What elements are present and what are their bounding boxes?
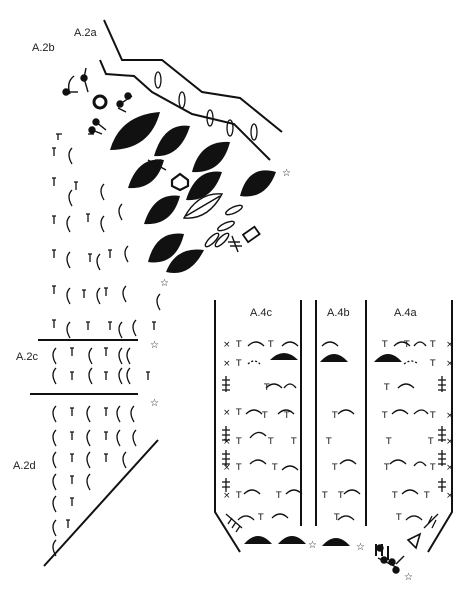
svg-text:T: T	[403, 340, 410, 350]
svg-text:×: ×	[223, 463, 231, 473]
svg-text:T: T	[283, 411, 290, 421]
leaf-motif	[154, 125, 190, 157]
svg-text:×: ×	[223, 491, 231, 501]
svg-text:T: T	[383, 463, 390, 473]
label-a2c: A.2c	[16, 351, 39, 363]
svg-text:×: ×	[446, 340, 454, 350]
a2b-star-markers: ☆ ☆ ☆ ☆	[150, 168, 291, 409]
svg-text:T: T	[271, 463, 278, 473]
label-a4a: A.4a	[394, 307, 418, 319]
svg-text:T: T	[331, 411, 338, 421]
svg-text:T: T	[235, 408, 242, 418]
svg-text:T: T	[385, 437, 392, 447]
star-icon: ☆	[282, 168, 291, 179]
a2a-leaf-outlines	[154, 71, 258, 141]
a2b-leaf-motifs	[110, 112, 276, 274]
svg-text:T: T	[391, 491, 398, 501]
a4-ladder-stitches	[222, 376, 446, 533]
a4-stitch-text: ×T ×T ×T ×T ×T ×T T T T T T T T T T T T …	[223, 340, 454, 523]
svg-text:T: T	[429, 411, 436, 421]
svg-text:T: T	[333, 513, 340, 523]
svg-text:T: T	[337, 491, 344, 501]
svg-text:T: T	[429, 359, 436, 369]
a2a-border	[99, 19, 283, 161]
star-icon: ☆	[356, 542, 365, 553]
a4-chain-arcs	[237, 341, 429, 521]
a2b-top-cluster	[62, 67, 133, 135]
svg-text:×: ×	[446, 437, 454, 447]
half-leaf-motif	[278, 536, 306, 544]
star-icon: ☆	[160, 278, 169, 289]
leaf-motif	[148, 233, 184, 263]
half-leaf-motif	[320, 354, 348, 362]
a2c-band	[30, 339, 138, 395]
svg-text:×: ×	[446, 359, 454, 369]
svg-text:T: T	[235, 437, 242, 447]
a4-bottom-details	[375, 532, 422, 574]
svg-text:T: T	[267, 437, 274, 447]
svg-text:T: T	[267, 340, 274, 350]
svg-text:T: T	[381, 340, 388, 350]
svg-text:T: T	[257, 513, 264, 523]
leaf-motif	[144, 195, 180, 225]
label-a4c: A.4c	[250, 307, 273, 319]
svg-text:T: T	[381, 411, 388, 421]
svg-text:×: ×	[446, 463, 454, 473]
leaf-motif	[186, 171, 222, 201]
svg-text:T: T	[290, 437, 297, 447]
svg-text:T: T	[261, 411, 268, 421]
svg-text:T: T	[235, 340, 242, 350]
half-leaf-motif	[322, 538, 350, 546]
svg-text:×: ×	[446, 411, 454, 421]
label-a2d: A.2d	[13, 460, 36, 472]
half-leaf-motif	[270, 353, 298, 360]
leaf-motif	[192, 141, 230, 173]
label-a4b: A.4b	[327, 307, 350, 319]
leaf-motif	[166, 249, 204, 274]
svg-text:×: ×	[223, 437, 231, 447]
svg-text:T: T	[275, 491, 282, 501]
leaf-motif	[240, 170, 276, 197]
svg-text:T: T	[325, 437, 332, 447]
star-icon: ☆	[404, 572, 413, 583]
star-icon: ☆	[150, 398, 159, 409]
svg-text:T: T	[429, 463, 436, 473]
a2d-stitches	[52, 405, 137, 557]
leaf-motif	[110, 112, 160, 150]
a4-filled-motifs	[244, 353, 402, 546]
svg-text:T: T	[427, 437, 434, 447]
svg-text:T: T	[331, 463, 338, 473]
svg-text:T: T	[395, 513, 402, 523]
svg-text:T: T	[235, 463, 242, 473]
a4-star-markers: ☆ ☆ ☆	[308, 540, 413, 583]
svg-text:T: T	[429, 340, 436, 350]
svg-text:T: T	[423, 491, 430, 501]
svg-text:T: T	[321, 491, 328, 501]
svg-text:T: T	[235, 491, 242, 501]
label-a2b: A.2b	[32, 42, 55, 54]
svg-text:×: ×	[446, 491, 454, 501]
svg-text:×: ×	[223, 340, 231, 350]
svg-text:T: T	[235, 359, 242, 369]
svg-text:×: ×	[223, 408, 231, 418]
svg-text:T: T	[383, 383, 390, 393]
svg-text:×: ×	[223, 359, 231, 369]
star-icon: ☆	[308, 540, 317, 551]
half-leaf-motif	[244, 536, 272, 544]
a2c-stitches	[52, 347, 150, 385]
label-a2a: A.2a	[74, 27, 98, 39]
a2b-stitch-columns	[52, 133, 161, 339]
a4-frame	[214, 300, 453, 553]
half-leaf-motif	[374, 354, 402, 362]
leaf-motif	[128, 159, 164, 189]
a2b-motif-details	[147, 159, 261, 253]
a2d-border	[43, 439, 159, 567]
star-icon: ☆	[150, 340, 159, 351]
